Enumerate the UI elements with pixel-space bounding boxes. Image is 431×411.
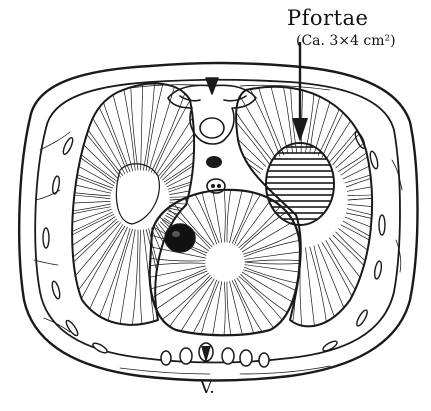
striation-line bbox=[17, 133, 114, 186]
striation-line bbox=[227, 282, 234, 352]
striation-line bbox=[222, 282, 225, 352]
striation-line bbox=[341, 127, 420, 175]
striation-line bbox=[265, 64, 288, 153]
striation-line bbox=[135, 263, 205, 268]
striation-line bbox=[322, 76, 364, 158]
striation-line bbox=[141, 60, 144, 170]
striation-line bbox=[164, 117, 252, 182]
striation-line bbox=[210, 282, 222, 351]
hatched-lesion bbox=[266, 143, 334, 225]
striation-line bbox=[244, 267, 311, 286]
striation-line bbox=[232, 178, 257, 243]
striation-line bbox=[306, 61, 316, 152]
striation-line bbox=[135, 256, 205, 261]
lesion-size-label: (Ca. 3×4 cm²) bbox=[296, 33, 396, 49]
striation-line bbox=[245, 250, 314, 259]
striation-line bbox=[0, 201, 110, 206]
left-lung-fissure bbox=[116, 164, 159, 224]
figure-view-label: V. bbox=[200, 378, 215, 398]
striation-line bbox=[278, 247, 293, 338]
striation-line bbox=[1, 204, 110, 219]
striation-line bbox=[232, 281, 257, 346]
vertebra bbox=[168, 78, 256, 144]
striation-line bbox=[301, 60, 303, 152]
left-lung-outline bbox=[72, 84, 194, 325]
striation-line bbox=[253, 245, 284, 332]
striation-line bbox=[329, 89, 386, 162]
striation-line bbox=[237, 278, 279, 334]
striation-line bbox=[209, 237, 269, 307]
striation-line bbox=[59, 225, 122, 315]
striation-line bbox=[245, 260, 315, 262]
striation-line bbox=[227, 173, 234, 243]
striation-line bbox=[130, 60, 138, 170]
striation-line bbox=[31, 112, 116, 182]
striation-line bbox=[278, 62, 293, 153]
striation-line bbox=[12, 144, 113, 188]
striation-line bbox=[347, 175, 431, 192]
striation-line bbox=[314, 66, 341, 154]
striation-line bbox=[245, 265, 314, 274]
inner-wall-outline bbox=[35, 80, 400, 363]
striation-line bbox=[7, 209, 111, 244]
pathology-label: Pfortae bbox=[287, 6, 368, 30]
striation-line bbox=[346, 162, 431, 187]
striation-line bbox=[130, 230, 138, 340]
mediastinal-vessels bbox=[206, 156, 225, 193]
striation-line bbox=[145, 271, 207, 303]
striation-line bbox=[166, 127, 260, 184]
striation-line bbox=[345, 150, 431, 183]
striation-line bbox=[170, 205, 278, 225]
striation-line bbox=[137, 266, 206, 280]
striation-line bbox=[12, 212, 113, 256]
striation-line bbox=[70, 226, 125, 321]
striation-line bbox=[239, 276, 288, 326]
striation-line bbox=[245, 262, 315, 264]
striation-line bbox=[17, 214, 114, 267]
striation-line bbox=[209, 93, 269, 163]
aorta-spot bbox=[165, 224, 195, 252]
striation-line bbox=[162, 107, 244, 180]
striation-line bbox=[318, 70, 353, 155]
